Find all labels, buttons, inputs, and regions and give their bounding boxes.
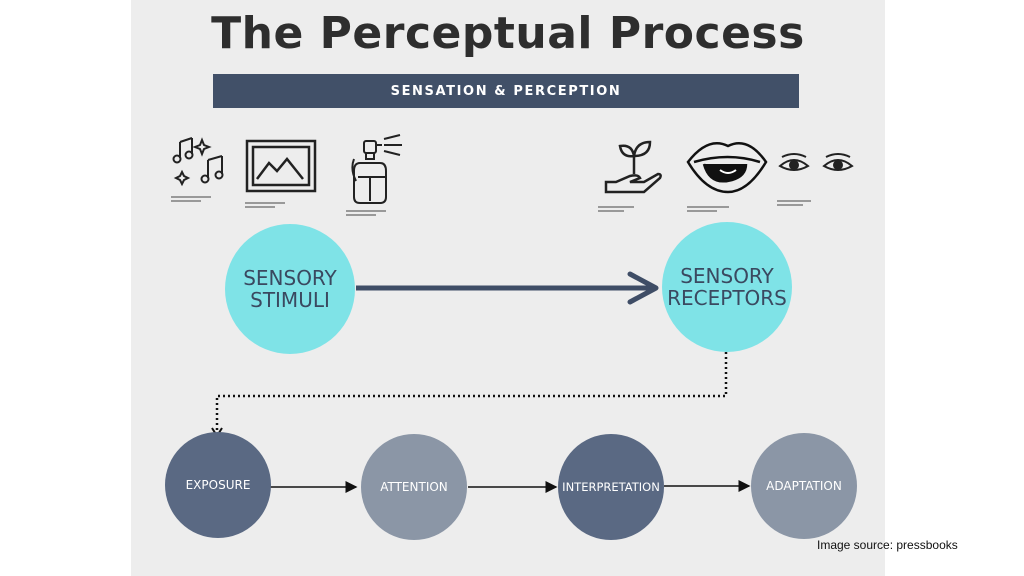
mouth-tongue-icon	[686, 138, 768, 199]
stage-label: INTERPRETATION	[562, 480, 660, 494]
sensory-receptors-node: SENSORY RECEPTORS	[662, 222, 792, 352]
stage-attention: ATTENTION	[361, 434, 467, 540]
stage-interpretation: INTERPRETATION	[558, 434, 664, 540]
stage-label: ADAPTATION	[766, 479, 842, 493]
image-source-caption: Image source: pressbooks	[817, 538, 958, 552]
plant-in-hand-icon	[604, 134, 662, 203]
music-notes-icon	[172, 134, 230, 197]
icon-credit	[687, 206, 747, 212]
dotted-connector	[215, 352, 728, 430]
stage-label: ATTENTION	[380, 480, 448, 494]
stage-adaptation: ADAPTATION	[751, 433, 857, 539]
sensory-stimuli-label: SENSORY STIMULI	[243, 266, 337, 312]
sensory-stimuli-node: SENSORY STIMULI	[225, 224, 355, 354]
stage-label: EXPOSURE	[185, 478, 251, 492]
framed-picture-icon	[245, 139, 317, 198]
icon-credit	[171, 196, 231, 202]
section-banner: SENSATION & PERCEPTION	[213, 74, 799, 108]
icon-credit	[346, 210, 406, 216]
sensory-receptors-label: SENSORY RECEPTORS	[667, 264, 787, 310]
page-title: The Perceptual Process	[211, 8, 805, 59]
perfume-bottle-icon	[350, 133, 422, 210]
stage-exposure: EXPOSURE	[165, 432, 271, 538]
eyes-icon	[778, 152, 854, 183]
main-arrow-head	[627, 271, 659, 305]
icon-credit	[245, 202, 305, 208]
icon-credit	[777, 200, 837, 206]
icon-credit	[598, 206, 658, 212]
